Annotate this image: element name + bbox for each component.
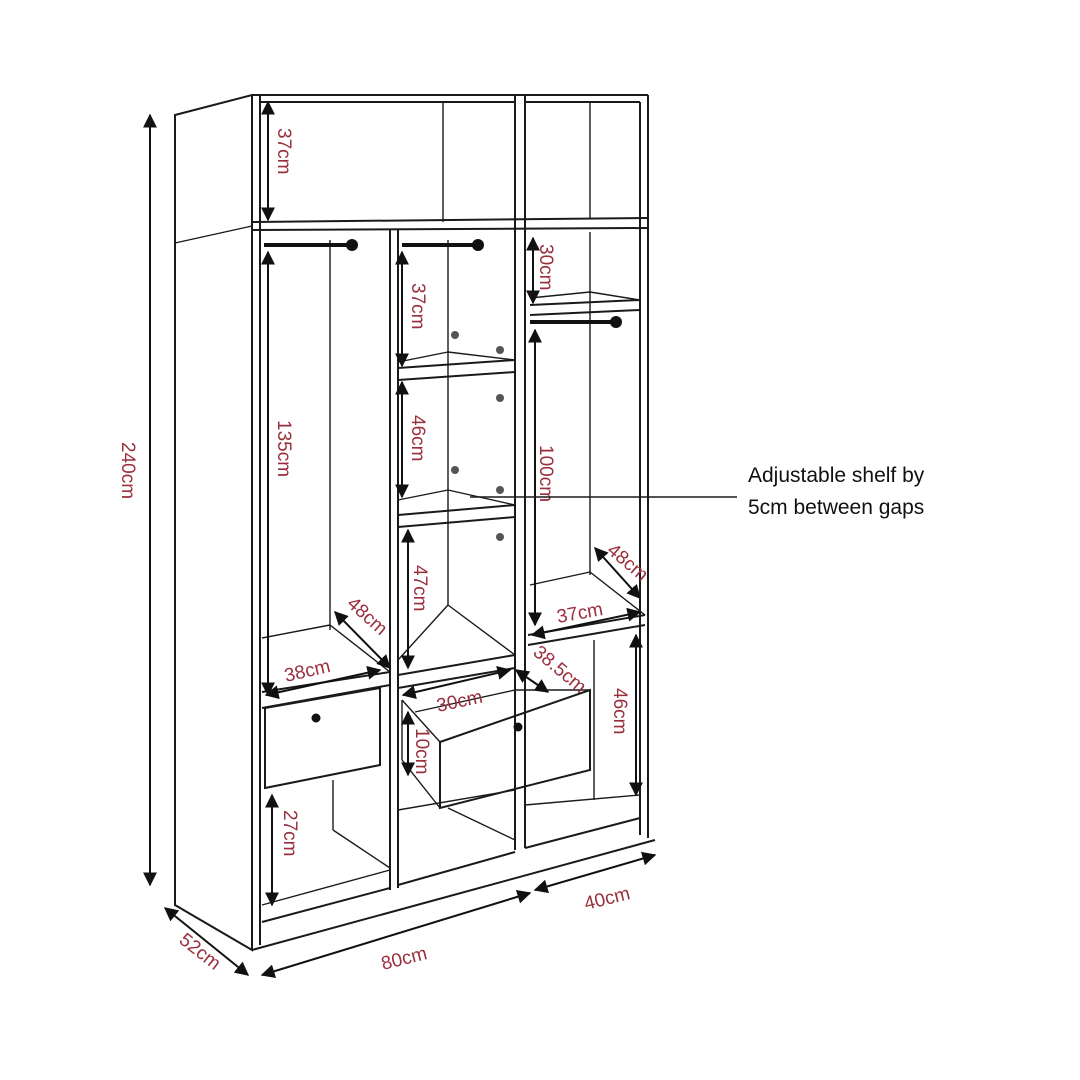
label-right-depth: 48cm (603, 540, 652, 586)
label-top-height: 37cm (273, 128, 294, 174)
label-middle-shelf-2: 46cm (407, 415, 428, 461)
wardrobe-outline (174, 93, 656, 952)
dimension-labels: 37cm 135cm 37cm 46cm 47cm 30cm 100cm 46c… (117, 128, 652, 975)
label-main-width: 80cm (379, 943, 429, 975)
note-line-2: 5cm between gaps (748, 496, 924, 519)
dimension-arrows (143, 100, 657, 979)
label-right-bottom: 46cm (609, 688, 630, 734)
adjustable-shelf-note: Adjustable shelf by 5cm between gaps (470, 464, 925, 519)
label-left-depth: 48cm (343, 593, 392, 640)
label-drawer-width: 30cm (435, 687, 485, 717)
note-line-1: Adjustable shelf by (748, 464, 925, 487)
label-middle-shelf-3: 47cm (409, 565, 430, 611)
label-right-hanging: 100cm (535, 445, 556, 502)
label-drawer-height: 10cm (411, 728, 432, 774)
label-right-section-width: 40cm (582, 883, 632, 915)
label-left-bottom: 27cm (279, 810, 300, 856)
label-total-height: 240cm (117, 442, 138, 499)
label-right-top-shelf: 30cm (535, 244, 556, 290)
label-middle-shelf-1: 37cm (407, 283, 428, 329)
label-left-hanging: 135cm (273, 420, 294, 477)
